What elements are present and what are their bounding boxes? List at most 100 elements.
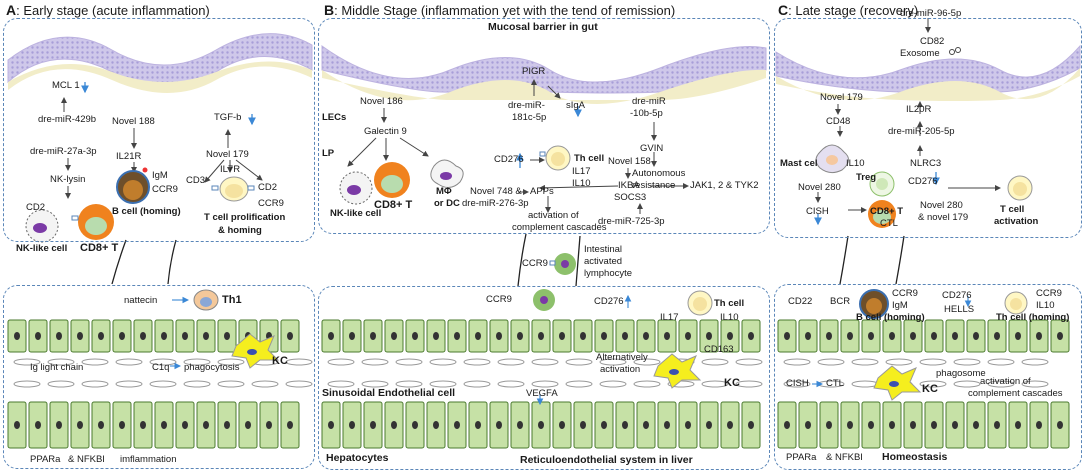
hepatocyte-nucleus	[35, 421, 41, 429]
label-cd276-b: CD276	[494, 154, 524, 165]
hepatocyte-nucleus	[805, 421, 811, 429]
arrows-panel-a	[61, 97, 263, 199]
label-cd48: CD48	[826, 116, 851, 127]
hepatocyte-nucleus	[580, 421, 586, 429]
hepatocyte-nucleus	[973, 421, 979, 429]
hepatocyte-nucleus	[601, 421, 607, 429]
label-lp: LP	[322, 148, 335, 159]
hepatocyte-nucleus	[1036, 332, 1042, 340]
panel-a-top	[3, 18, 315, 242]
hepatocyte-nucleus	[266, 421, 272, 429]
sinusoid-cell	[987, 358, 1015, 366]
hepatocyte-nucleus	[1015, 421, 1021, 429]
sinusoid-cell	[149, 358, 177, 366]
hepatocyte-nucleus	[685, 421, 691, 429]
label-ccr9-a2: CCR9	[258, 198, 284, 209]
hepatocyte-nucleus	[119, 421, 125, 429]
sinusoid-cell	[183, 380, 211, 388]
label-thcell-c: Th cell (homing)	[996, 312, 1070, 323]
hepatocyte-nucleus	[889, 421, 895, 429]
cells-panel-c	[815, 47, 1033, 228]
panel-b-top	[318, 18, 770, 234]
cells-panel-b	[339, 145, 571, 205]
hepatocyte-nucleus	[182, 421, 188, 429]
label-exosome: Exosome	[900, 48, 940, 59]
hepatocyte-nucleus	[748, 332, 754, 340]
panel-c-bottom	[774, 284, 1082, 470]
sinusoid-cell	[115, 380, 143, 388]
hepatocyte-nucleus	[784, 332, 790, 340]
panel-a-bottom	[3, 285, 315, 469]
panel-b-bottom	[318, 286, 770, 470]
sinusoid-cell	[115, 358, 143, 366]
sinusoid-cell	[361, 358, 389, 366]
sinusoid-cell	[285, 380, 313, 388]
sinusoid-cell	[327, 380, 355, 388]
label-cd276-c: CD276	[908, 176, 938, 187]
label-mir181c2: 181c-5p	[512, 112, 547, 123]
hepatocyte-nucleus	[475, 421, 481, 429]
label-mir276: dre-miR-276-3p	[462, 198, 529, 209]
label-igm-a: IgM	[152, 170, 168, 181]
hepatocyte-nucleus	[433, 332, 439, 340]
header-b: B: Middle Stage (inflammation yet with t…	[324, 2, 676, 18]
hepatocyte-nucleus	[475, 332, 481, 340]
label-phagosome: phagosome	[936, 368, 986, 379]
hepatocyte-nucleus	[994, 332, 1000, 340]
label-tgfb: TGF-b	[214, 112, 242, 123]
label-intestinal2: activated	[584, 256, 623, 267]
sinusoid-cell	[429, 358, 457, 366]
hepatocyte-nucleus	[287, 332, 293, 340]
sinusoid-cell	[885, 358, 913, 366]
label-alt1: Alternatively	[596, 352, 648, 363]
sinusoid-cell	[633, 358, 661, 366]
hepatocyte-nucleus	[161, 421, 167, 429]
sinusoid-cell	[633, 380, 661, 388]
hepatocyte-nucleus	[889, 332, 895, 340]
label-cish-c: CISH	[806, 206, 829, 217]
panel-c-gut-wave	[775, 44, 1081, 101]
sinusoid-cell	[217, 358, 245, 366]
hepatocyte-nucleus	[454, 332, 460, 340]
label-kc-a: KC	[272, 355, 288, 367]
label-tprolif2: & homing	[218, 225, 262, 236]
sinusoid-cell	[47, 358, 75, 366]
sinusoid-cell	[531, 358, 559, 366]
label-ccr9-c2: CCR9	[1036, 288, 1062, 299]
sinusoid-cell	[497, 358, 525, 366]
label-novel179b: & novel 179	[918, 212, 969, 223]
hepatocyte-nucleus	[77, 421, 83, 429]
hepatocyte-nucleus	[203, 332, 209, 340]
sinusoid-cell	[497, 380, 525, 388]
up-down-indicators-c	[814, 172, 940, 226]
hepatocyte-nucleus	[1015, 332, 1021, 340]
label-nk-like-a: NK-like cell	[16, 243, 68, 254]
label-cish-c2: CISH	[786, 378, 809, 389]
sinusoid-cell	[701, 380, 729, 388]
hepatocyte-nucleus	[931, 421, 937, 429]
label-hepatocytes: Hepatocytes	[326, 452, 389, 464]
label-ccr9-mid: CCR9	[522, 258, 548, 269]
label-mir96: dre-miR-96-5p	[900, 8, 962, 19]
label-tprolif1: T cell prolification	[204, 212, 286, 223]
sinusoid-cell	[463, 358, 491, 366]
label-cd276-c2: CD276	[942, 290, 972, 301]
label-mucosal: Mucosal barrier in gut	[488, 21, 598, 33]
label-il10-c: IL10	[846, 158, 865, 169]
label-mcl1: MCL 1	[52, 80, 80, 91]
sinusoid-cell	[1021, 358, 1049, 366]
label-novel179-c: Novel 179	[820, 92, 863, 103]
label-kc-b: KC	[724, 377, 740, 389]
label-mir205: dre-miR-205-5p	[888, 126, 955, 137]
sinusoid-cell	[735, 380, 763, 388]
sinusoid-cell	[953, 380, 981, 388]
label-phago: phagocytosis	[184, 362, 240, 373]
sinusoid-cell	[463, 380, 491, 388]
label-cd8t-a: CD8+ T	[80, 242, 119, 254]
label-il7r: IL7R	[220, 164, 241, 175]
hepatocyte-nucleus	[496, 332, 502, 340]
label-nattecin: nattecin	[124, 295, 158, 306]
hepatocyte-nucleus	[349, 421, 355, 429]
label-kc-c: KC	[922, 383, 938, 395]
label-apps: APPs	[530, 186, 554, 197]
